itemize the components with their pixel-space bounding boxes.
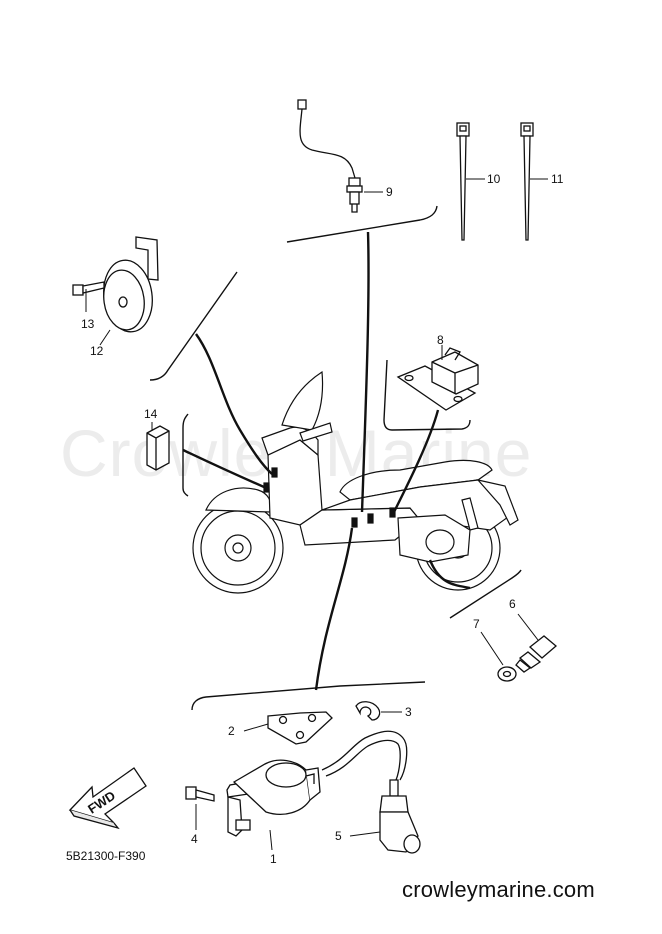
frame-line-relay: [182, 413, 189, 497]
callout-2: 2: [228, 724, 235, 738]
plug-cap-part-5[interactable]: [349, 779, 421, 854]
bolt-part-4[interactable]: [185, 786, 215, 830]
washer-part-7[interactable]: [480, 631, 517, 682]
scooter-illustration: [192, 370, 519, 594]
callout-14: 14: [144, 407, 158, 421]
reference-code: 5B21300-F390: [66, 849, 146, 863]
ignition-coil-part-1[interactable]: [226, 730, 408, 851]
callout-8: 8: [437, 333, 444, 347]
callout-12: 12: [90, 344, 104, 358]
callout-1: 1: [270, 852, 277, 866]
callout-11: 11: [551, 172, 564, 186]
callout-7: 7: [473, 617, 480, 631]
switch-part-6[interactable]: [515, 613, 558, 673]
regulator-part-8[interactable]: [396, 345, 479, 411]
callout-3: 3: [405, 705, 412, 719]
bracket-part-2[interactable]: [243, 711, 333, 745]
wire-harness-lines: [182, 231, 471, 691]
cable-tie-part-10[interactable]: [456, 122, 485, 241]
relay-part-14[interactable]: [146, 422, 170, 471]
frame-line-bottom: [191, 681, 426, 711]
callout-6: 6: [509, 597, 516, 611]
callout-5: 5: [335, 829, 342, 843]
frame-line-switch: [449, 569, 522, 619]
horn-part-12[interactable]: [99, 236, 159, 346]
callout-13: 13: [81, 317, 95, 331]
fwd-arrow-icon: FWD: [68, 767, 147, 830]
site-url-link[interactable]: crowleymarine.com: [402, 877, 595, 902]
callout-4: 4: [191, 832, 198, 846]
frame-line-regulator: [383, 359, 471, 431]
bolt-part-13[interactable]: [72, 281, 105, 312]
callout-9: 9: [386, 185, 393, 199]
sensor-part-9[interactable]: [297, 99, 383, 213]
clip-part-3[interactable]: [355, 701, 402, 721]
callout-10: 10: [487, 172, 501, 186]
frame-line-horn: [149, 271, 238, 381]
frame-line-top: [286, 205, 438, 243]
cable-tie-part-11[interactable]: [520, 122, 548, 241]
